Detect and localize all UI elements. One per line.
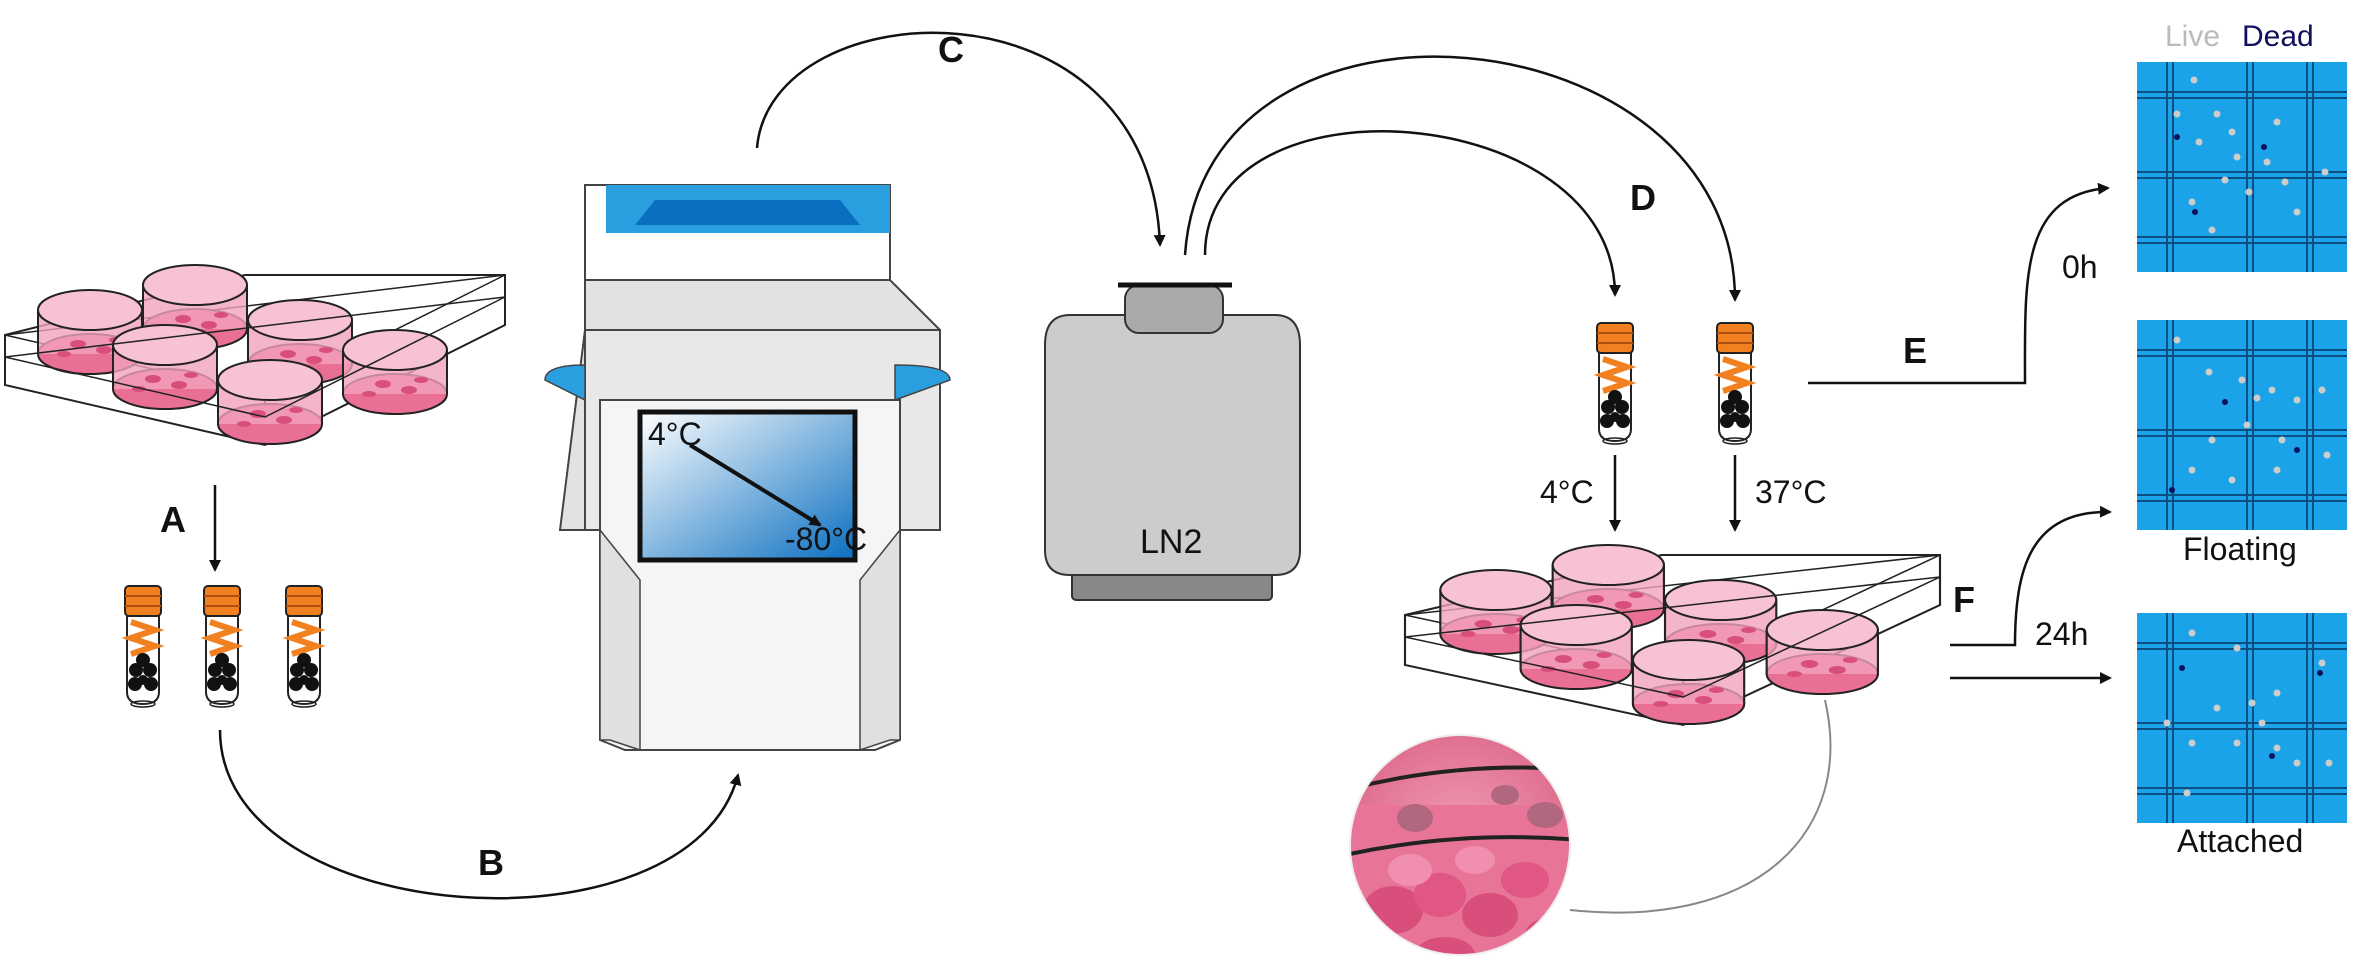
step-c-label: C: [938, 29, 964, 70]
dewar-label: LN2: [1140, 523, 1202, 561]
arrow-b: [218, 729, 742, 900]
culture-plate-left: [5, 265, 505, 445]
cryovial-1: [125, 586, 161, 707]
step-a-label: A: [160, 499, 186, 540]
step-b-label: B: [478, 842, 504, 883]
panel-label-floating: Floating: [2183, 531, 2297, 567]
cryovial-3: [286, 586, 322, 707]
arrow-e: [1808, 182, 2110, 385]
controlled-rate-freezer: 4°C -80°C: [544, 184, 951, 752]
cryovial-group: [125, 586, 322, 707]
dead-cells: [2179, 665, 2323, 759]
arrow-f-floating: [1950, 505, 2112, 647]
live-cells: [2173, 336, 2331, 484]
cooling-ramp-arrow: [688, 443, 822, 527]
magnified-view: [1349, 734, 1571, 956]
freezer-end-temp: -80°C: [785, 521, 867, 557]
arrow-d-warm: [1183, 55, 1741, 302]
microscopy-panel-0h: [2136, 61, 2348, 273]
cryovial-2: [204, 586, 240, 707]
step-f-label: F: [1953, 579, 1975, 620]
step-e-label: E: [1903, 330, 1927, 371]
timepoint-0h: 0h: [2062, 249, 2098, 285]
arrow-d-cold: [1203, 130, 1621, 297]
live-cells: [2173, 76, 2329, 234]
microscopy-panel-floating: [2136, 319, 2348, 531]
microscopy-panel-attached: [2136, 612, 2348, 824]
dead-cells: [2169, 399, 2300, 493]
culture-plate-right: [1405, 545, 1940, 725]
zoom-connector: [1569, 699, 1832, 914]
cryovial-warm: [1717, 323, 1753, 444]
cryovial-cold: [1597, 323, 1633, 444]
step-d-label: D: [1630, 177, 1656, 218]
freezer-display: [637, 409, 858, 563]
panel-label-attached: Attached: [2177, 823, 2303, 859]
legend-dead: Dead: [2242, 20, 2314, 53]
live-cells: [2163, 629, 2333, 797]
dead-cells: [2174, 134, 2267, 215]
legend-live: Live: [2165, 20, 2220, 53]
freezer-start-temp: 4°C: [648, 416, 702, 452]
timepoint-24h: 24h: [2035, 616, 2088, 652]
thaw-temp-cold: 4°C: [1540, 474, 1594, 510]
arrow-c: [755, 31, 1166, 247]
thaw-temp-warm: 37°C: [1755, 474, 1827, 510]
ln2-dewar: LN2: [1044, 282, 1301, 601]
